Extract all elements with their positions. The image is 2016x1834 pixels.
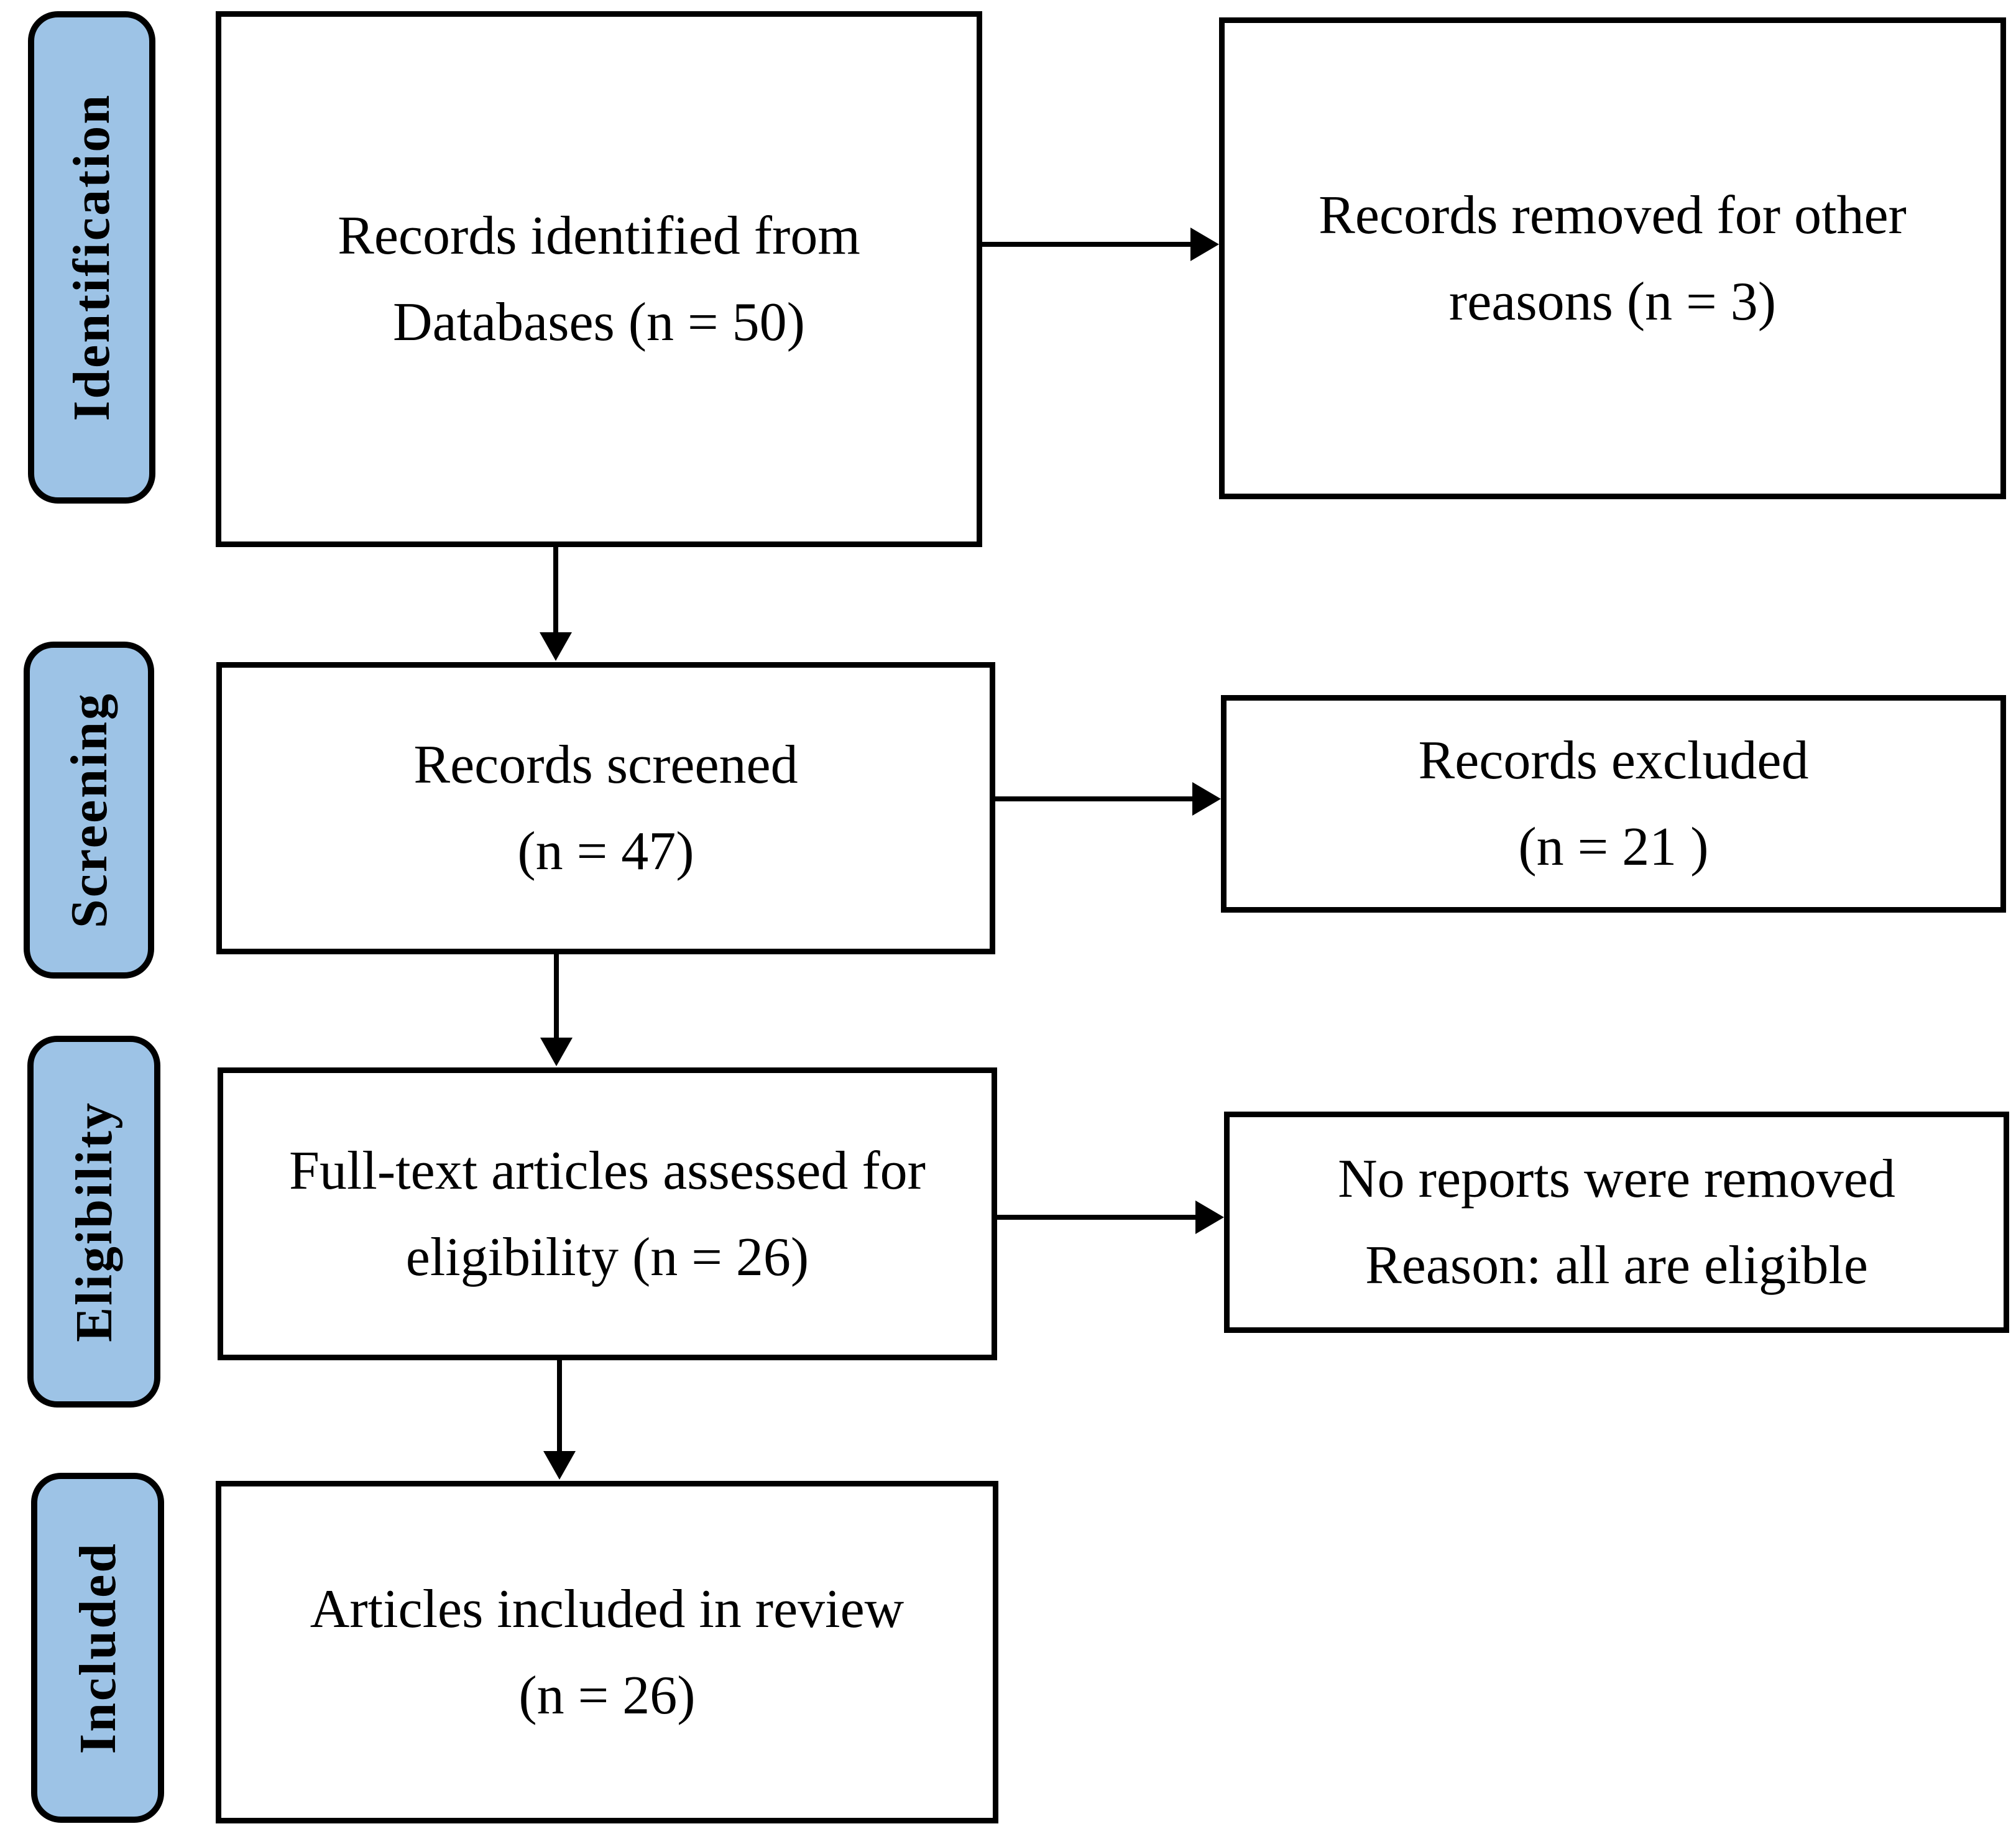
box-records-identified: Records identified from Databases (n = 5… bbox=[216, 11, 982, 547]
box-articles-included-line1: Articles included in review bbox=[310, 1578, 904, 1639]
stage-label-eligibility-text: Eligibility bbox=[65, 1101, 123, 1342]
box-records-excluded-line2: (n = 21 ) bbox=[1518, 817, 1709, 877]
box-records-removed: Records removed for other reasons (n = 3… bbox=[1219, 17, 2006, 499]
box-fulltext-assessed-line1: Full-text articles assessed for bbox=[289, 1140, 926, 1201]
stage-label-screening-text: Screening bbox=[60, 691, 118, 929]
stage-label-included: Included bbox=[31, 1473, 164, 1823]
box-records-excluded: Records excluded (n = 21 ) bbox=[1221, 695, 2006, 913]
stage-label-screening: Screening bbox=[24, 642, 154, 979]
box-articles-included-line2: (n = 26) bbox=[518, 1665, 696, 1726]
arrow-identified-to-removed-icon bbox=[980, 228, 1219, 261]
stage-label-included-text: Included bbox=[68, 1541, 127, 1754]
box-no-reports-removed-line1: No reports were removed bbox=[1338, 1149, 1895, 1209]
box-no-reports-removed: No reports were removed Reason: all are … bbox=[1224, 1112, 2009, 1333]
arrow-screened-to-excluded-icon bbox=[993, 782, 1221, 816]
arrow-fulltext-to-noreports-icon bbox=[995, 1200, 1224, 1234]
box-records-removed-line2: reasons (n = 3) bbox=[1448, 271, 1777, 332]
box-records-excluded-line1: Records excluded bbox=[1418, 730, 1809, 791]
box-fulltext-assessed: Full-text articles assessed for eligibil… bbox=[218, 1067, 997, 1360]
box-records-screened-line1: Records screened bbox=[413, 735, 798, 795]
stage-label-identification-text: Identification bbox=[63, 93, 121, 422]
box-articles-included: Articles included in review (n = 26) bbox=[216, 1481, 998, 1823]
stage-label-identification: Identification bbox=[28, 11, 155, 504]
box-records-removed-line1: Records removed for other bbox=[1319, 185, 1907, 246]
arrow-fulltext-to-included-icon bbox=[543, 1359, 576, 1480]
arrow-identified-to-screened-icon bbox=[540, 546, 572, 661]
box-records-identified-line1: Records identified from bbox=[338, 206, 860, 266]
box-records-identified-line2: Databases (n = 50) bbox=[393, 292, 805, 353]
box-fulltext-assessed-line2: eligibility (n = 26) bbox=[405, 1227, 809, 1288]
box-no-reports-removed-line2: Reason: all are eligible bbox=[1365, 1235, 1868, 1296]
arrow-screened-to-fulltext-icon bbox=[540, 953, 573, 1066]
box-records-screened: Records screened (n = 47) bbox=[216, 662, 995, 954]
box-records-screened-line2: (n = 47) bbox=[517, 821, 694, 882]
stage-label-eligibility: Eligibility bbox=[27, 1036, 160, 1408]
